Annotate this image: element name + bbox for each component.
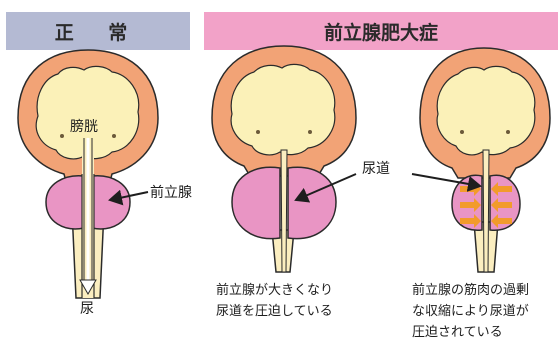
bph-contraction-anatomy bbox=[412, 48, 550, 272]
caption-enlarged: 前立腺が大きくなり 尿道を圧迫している bbox=[216, 280, 333, 322]
bph-enlarged-anatomy bbox=[212, 46, 356, 272]
label-urethra: 尿道 bbox=[362, 158, 390, 178]
caption-contraction: 前立腺の筋肉の過剰 な収縮により尿道が 圧迫されている bbox=[412, 280, 529, 343]
label-prostate: 前立腺 bbox=[150, 182, 192, 202]
caption-contraction-line-3: 圧迫されている bbox=[412, 322, 529, 343]
label-bladder: 膀胱 bbox=[70, 116, 98, 136]
normal-anatomy bbox=[18, 50, 158, 298]
caption-enlarged-line-2: 尿道を圧迫している bbox=[216, 301, 333, 322]
caption-contraction-line-2: な収縮により尿道が bbox=[412, 301, 529, 322]
label-urine: 尿 bbox=[80, 298, 94, 318]
caption-enlarged-line-1: 前立腺が大きくなり bbox=[216, 280, 333, 301]
caption-contraction-line-1: 前立腺の筋肉の過剰 bbox=[412, 280, 529, 301]
